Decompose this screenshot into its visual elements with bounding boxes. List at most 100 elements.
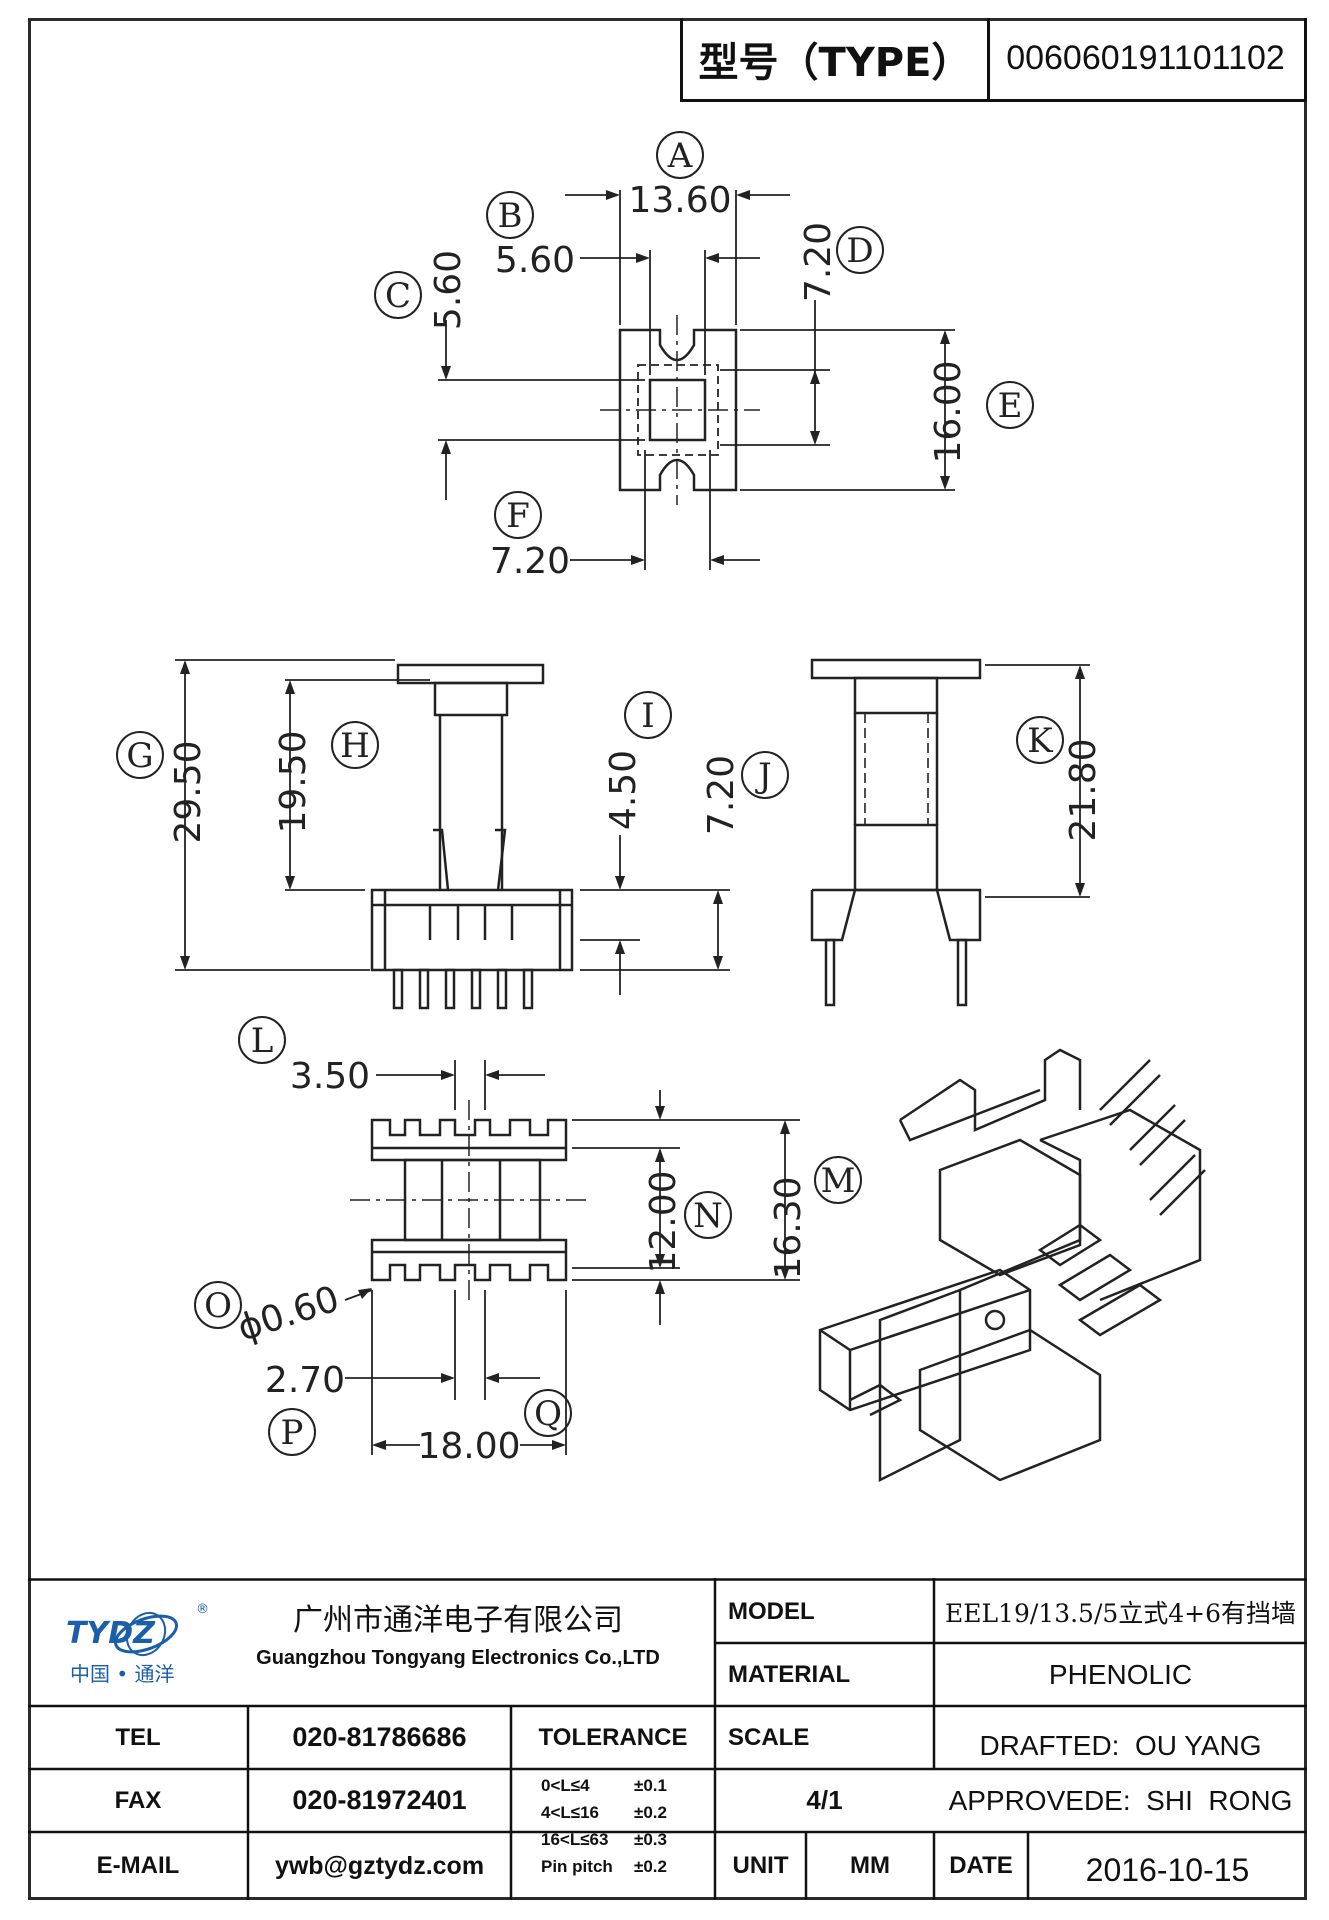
model-value: EEL19/13.5/5立式4+6有挡墙 xyxy=(944,1598,1297,1628)
bottom-view xyxy=(344,1060,800,1455)
label-letter: F xyxy=(506,496,530,536)
circle-label-g: G xyxy=(116,731,164,779)
label-circle xyxy=(656,131,704,179)
circle-label-h: H xyxy=(331,721,379,769)
material-value: PHENOLIC xyxy=(1048,1658,1193,1690)
label-circle xyxy=(624,691,672,739)
logo-subtext: 中国 • 通洋 xyxy=(70,1662,175,1686)
tolerance-row: 4<L≤16 ±0.2 xyxy=(511,1799,715,1826)
dim-c: 5.60 xyxy=(428,250,469,330)
dim-a: 13.60 xyxy=(628,180,731,221)
logo-registered: ® xyxy=(196,1602,209,1617)
drafted-by: DRAFTED: OU YANG xyxy=(979,1729,1262,1761)
scale-value: 4/1 xyxy=(806,1785,843,1815)
label-letter: A xyxy=(667,136,693,176)
model-label: MODEL xyxy=(728,1597,815,1625)
type-value-cell: 006060191101102 xyxy=(987,18,1307,102)
circle-label-c: C xyxy=(374,271,422,319)
label-letter: G xyxy=(126,736,153,776)
label-letter: H xyxy=(340,726,370,766)
label-letter: P xyxy=(281,1413,304,1453)
type-label-cell: 型号（TYPE） xyxy=(680,18,990,102)
tel-label: TEL xyxy=(115,1723,161,1751)
tel-value: 020-81786686 xyxy=(292,1722,467,1752)
dim-h: 19.50 xyxy=(273,730,314,833)
label-letter: I xyxy=(641,696,654,736)
unit-label: UNIT xyxy=(732,1852,789,1879)
front-view xyxy=(175,659,730,1010)
circle-label-k: K xyxy=(1016,716,1064,764)
label-letter: J xyxy=(755,756,772,796)
circle-label-i: I xyxy=(624,691,672,739)
scale-label: SCALE xyxy=(728,1723,810,1751)
label-letter: C xyxy=(385,276,411,316)
side-view xyxy=(810,658,1090,1007)
label-circle xyxy=(268,1408,316,1456)
dimension-texts: 13.60 5.60 5.60 7.20 16.00 7.20 29.50 19… xyxy=(168,180,1104,1467)
label-letter: N xyxy=(693,1196,723,1236)
fax-label: FAX xyxy=(114,1786,162,1814)
company-logo: TYDZ ® 中国 • 通洋 xyxy=(58,1596,209,1691)
tolerance-range: 0<L≤4 xyxy=(541,1776,590,1795)
sheet-border xyxy=(28,18,1307,1900)
label-letter: Q xyxy=(534,1394,562,1434)
tolerance-row: Pin pitch ±0.2 xyxy=(511,1853,715,1880)
company-name-cn: 广州市通洋电子有限公司 xyxy=(293,1603,623,1638)
label-letter: D xyxy=(846,231,873,271)
label-circle xyxy=(374,271,422,319)
unit-value: MM xyxy=(850,1852,890,1879)
label-letter: E xyxy=(998,386,1023,426)
tolerance-value: ±0.2 xyxy=(634,1803,667,1822)
label-circle xyxy=(331,721,379,769)
dim-o: ϕ0.60 xyxy=(233,1279,344,1350)
circle-label-p: P xyxy=(268,1408,316,1456)
label-circle xyxy=(684,1191,732,1239)
tolerance-range: 4<L≤16 xyxy=(541,1803,600,1822)
label-letter: M xyxy=(821,1161,856,1201)
dim-k: 21.80 xyxy=(1063,738,1104,841)
logo-text: TYDZ xyxy=(66,1616,155,1651)
circle-label-d: D xyxy=(836,226,884,274)
label-letter: B xyxy=(498,196,523,236)
date-label: DATE xyxy=(949,1852,1013,1879)
circle-label-e: E xyxy=(986,381,1034,429)
company-name-en: Guangzhou Tongyang Electronics Co.,LTD xyxy=(256,1646,660,1669)
label-letter: K xyxy=(1027,721,1053,761)
approved-by: APPROVEDE: SHI RONG xyxy=(948,1784,1293,1816)
label-circle xyxy=(524,1389,572,1437)
circle-label-f: F xyxy=(494,491,542,539)
arrowheads xyxy=(180,190,1085,1450)
tolerance-value: ±0.1 xyxy=(634,1776,667,1795)
label-circle xyxy=(486,191,534,239)
isometric-view xyxy=(818,1048,1206,1483)
dim-p: 2.70 xyxy=(265,1360,345,1401)
dim-j: 7.20 xyxy=(701,755,742,835)
type-label: 型号（TYPE） xyxy=(698,39,972,86)
tolerance-range: 16<L≤63 xyxy=(541,1830,609,1849)
tolerance-range: Pin pitch xyxy=(541,1857,613,1876)
label-circle xyxy=(814,1156,862,1204)
tolerance-label: TOLERANCE xyxy=(538,1723,688,1751)
label-circle xyxy=(194,1281,242,1329)
dim-m: 16.30 xyxy=(768,1176,809,1279)
dim-e: 16.00 xyxy=(928,360,969,463)
label-circle xyxy=(494,491,542,539)
dim-b: 5.60 xyxy=(495,240,575,281)
circle-label-n: N xyxy=(684,1191,732,1239)
circle-label-o: O xyxy=(194,1281,242,1329)
circle-label-a: A xyxy=(656,131,704,179)
dim-n: 12.00 xyxy=(643,1170,684,1273)
tolerance-row: 0<L≤4 ±0.1 xyxy=(511,1772,715,1799)
circle-label-m: M xyxy=(814,1156,862,1204)
tolerance-value: ±0.3 xyxy=(634,1830,667,1849)
tolerance-row: 16<L≤63 ±0.3 xyxy=(511,1826,715,1853)
tolerance-list: 0<L≤4 ±0.1 4<L≤16 ±0.2 16<L≤63 ±0.3 Pin … xyxy=(511,1772,715,1898)
dim-f: 7.20 xyxy=(490,541,570,582)
label-circle xyxy=(986,381,1034,429)
title-block: TYDZ ® 中国 • 通洋 广州市通洋电子有限公司 Guangzhou Ton… xyxy=(28,1578,1307,1900)
tolerance-value: ±0.2 xyxy=(634,1857,667,1876)
circle-label-j: J xyxy=(741,751,789,799)
